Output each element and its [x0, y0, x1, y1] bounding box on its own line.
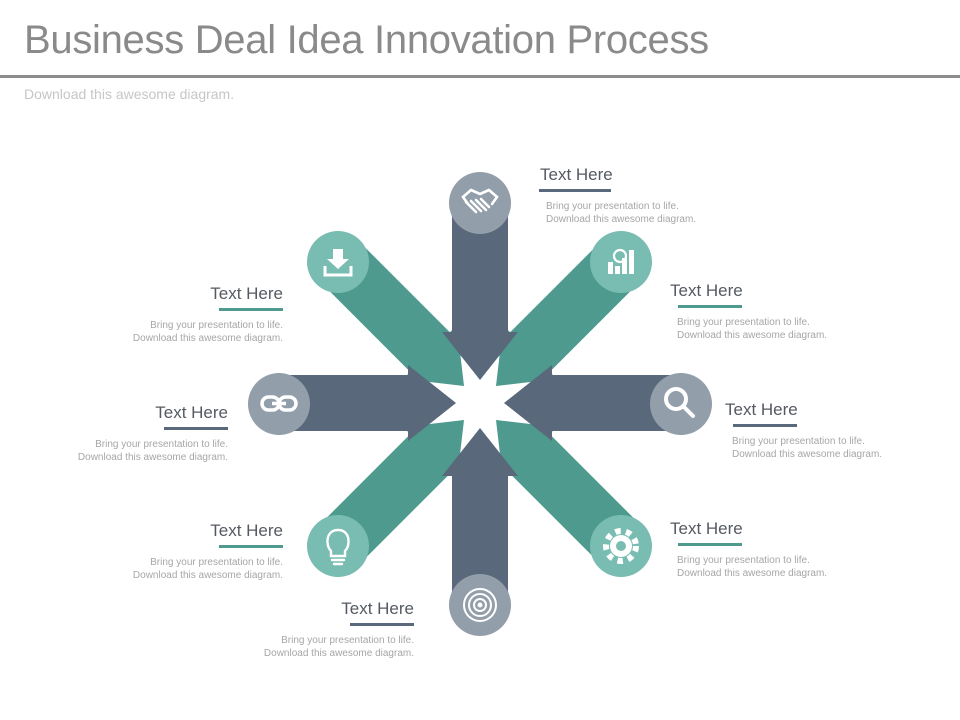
step-heading: Text Here: [725, 400, 798, 419]
step-body: Bring your presentation to life. Downloa…: [677, 554, 960, 580]
target-icon: [463, 588, 497, 622]
step-body: Bring your presentation to life. Downloa…: [0, 556, 283, 582]
step-body-line: Bring your presentation to life.: [150, 320, 283, 331]
step-underline: [539, 189, 611, 192]
step-label-top-right: Text Here Bring your presentation to lif…: [670, 281, 960, 342]
step-body-line: Download this awesome diagram.: [132, 570, 283, 581]
step-body-line: Download this awesome diagram.: [732, 449, 883, 460]
step-underline: [219, 545, 283, 548]
step-label-bottom-left: Text Here Bring your presentation to lif…: [0, 521, 283, 582]
download-icon: [323, 249, 353, 277]
step-body-line: Bring your presentation to life.: [677, 555, 810, 566]
gear-icon: [603, 528, 639, 564]
step-label-top-left: Text Here Bring your presentation to lif…: [0, 284, 283, 345]
step-heading: Text Here: [670, 281, 743, 300]
lightbulb-icon: [326, 528, 350, 566]
step-underline: [678, 305, 742, 308]
link-icon: [260, 395, 298, 412]
step-body: Bring your presentation to life. Downloa…: [546, 200, 840, 226]
step-body: Bring your presentation to life. Downloa…: [732, 435, 960, 461]
step-heading: Text Here: [670, 519, 743, 538]
step-body: Bring your presentation to life. Downloa…: [0, 438, 228, 464]
step-body-line: Bring your presentation to life.: [732, 436, 865, 447]
step-body-line: Bring your presentation to life.: [150, 557, 283, 568]
handshake-icon: [461, 188, 499, 214]
step-circle-top-left: [307, 231, 369, 293]
step-body: Bring your presentation to life. Downloa…: [114, 634, 414, 660]
step-underline: [733, 424, 797, 427]
step-heading: Text Here: [341, 599, 414, 618]
step-heading: Text Here: [210, 284, 283, 303]
step-body-line: Download this awesome diagram.: [546, 214, 697, 225]
step-label-right: Text Here Bring your presentation to lif…: [725, 400, 960, 461]
step-circle-right: [650, 373, 712, 435]
page-title: Business Deal Idea Innovation Process: [24, 18, 709, 62]
step-label-left: Text Here Bring your presentation to lif…: [0, 403, 228, 464]
step-underline: [350, 623, 414, 626]
step-label-top: Text Here Bring your presentation to lif…: [539, 165, 840, 226]
step-body-line: Bring your presentation to life.: [677, 317, 810, 328]
step-body-line: Bring your presentation to life.: [546, 201, 679, 212]
step-circle-left: [248, 373, 310, 435]
step-underline: [164, 427, 228, 430]
step-body: Bring your presentation to life. Downloa…: [677, 316, 960, 342]
step-body-line: Download this awesome diagram.: [132, 333, 283, 344]
step-circle-top-right: [590, 231, 652, 293]
step-circle-bottom-right: [590, 515, 652, 577]
step-heading: Text Here: [210, 521, 283, 540]
step-body-line: Download this awesome diagram.: [263, 648, 414, 659]
step-label-bottom: Text Here Bring your presentation to lif…: [114, 599, 414, 660]
page-subtitle: Download this awesome diagram.: [24, 86, 235, 102]
step-circle-bottom: [449, 574, 511, 636]
title-divider: [0, 75, 960, 78]
step-heading: Text Here: [155, 403, 228, 422]
step-body: Bring your presentation to life. Downloa…: [0, 319, 283, 345]
chart-icon: [608, 248, 634, 274]
step-underline: [678, 543, 742, 546]
step-heading: Text Here: [540, 165, 613, 184]
step-circle-top: [449, 172, 511, 234]
magnifier-icon: [664, 387, 695, 418]
step-circle-bottom-left: [307, 515, 369, 577]
step-body-line: Bring your presentation to life.: [95, 439, 228, 450]
step-label-bottom-right: Text Here Bring your presentation to lif…: [670, 519, 960, 580]
step-body-line: Download this awesome diagram.: [77, 452, 228, 463]
step-body-line: Download this awesome diagram.: [677, 330, 828, 341]
step-body-line: Bring your presentation to life.: [281, 635, 414, 646]
step-underline: [219, 308, 283, 311]
step-body-line: Download this awesome diagram.: [677, 568, 828, 579]
